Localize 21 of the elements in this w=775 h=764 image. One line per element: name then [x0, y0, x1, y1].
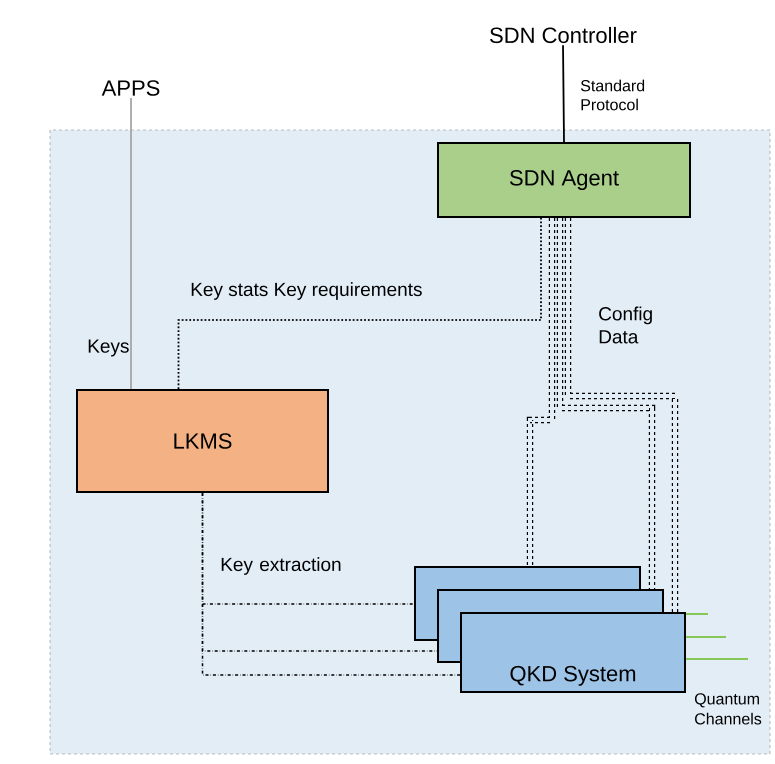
connector-line: [526, 218, 556, 566]
edge-label: Key stats Key requirements: [192, 282, 422, 300]
edge-label: Config Data: [599, 306, 652, 344]
agent-box: SDN Agent: [437, 142, 691, 218]
connector-line: [556, 218, 656, 589]
text-label: APPS: [102, 80, 160, 96]
channel-label: Quantum Channels: [694, 693, 762, 725]
edge-label: Standard Protocol: [580, 80, 644, 110]
edge-label: Keys: [88, 340, 129, 356]
text-label: SDN Controller: [490, 26, 637, 44]
edge-label: Key extraction: [222, 557, 340, 575]
connector-line: [564, 218, 678, 612]
channel-line: [686, 658, 748, 660]
connector-line: [562, 45, 565, 142]
channel-line: [686, 636, 726, 638]
lkms-box: LKMS: [76, 389, 329, 493]
channel-line: [686, 613, 708, 615]
qkd-box: QKD System: [460, 612, 686, 693]
connector-line: [178, 218, 542, 389]
connector-line: [130, 98, 132, 389]
connector-line: [202, 493, 460, 676]
